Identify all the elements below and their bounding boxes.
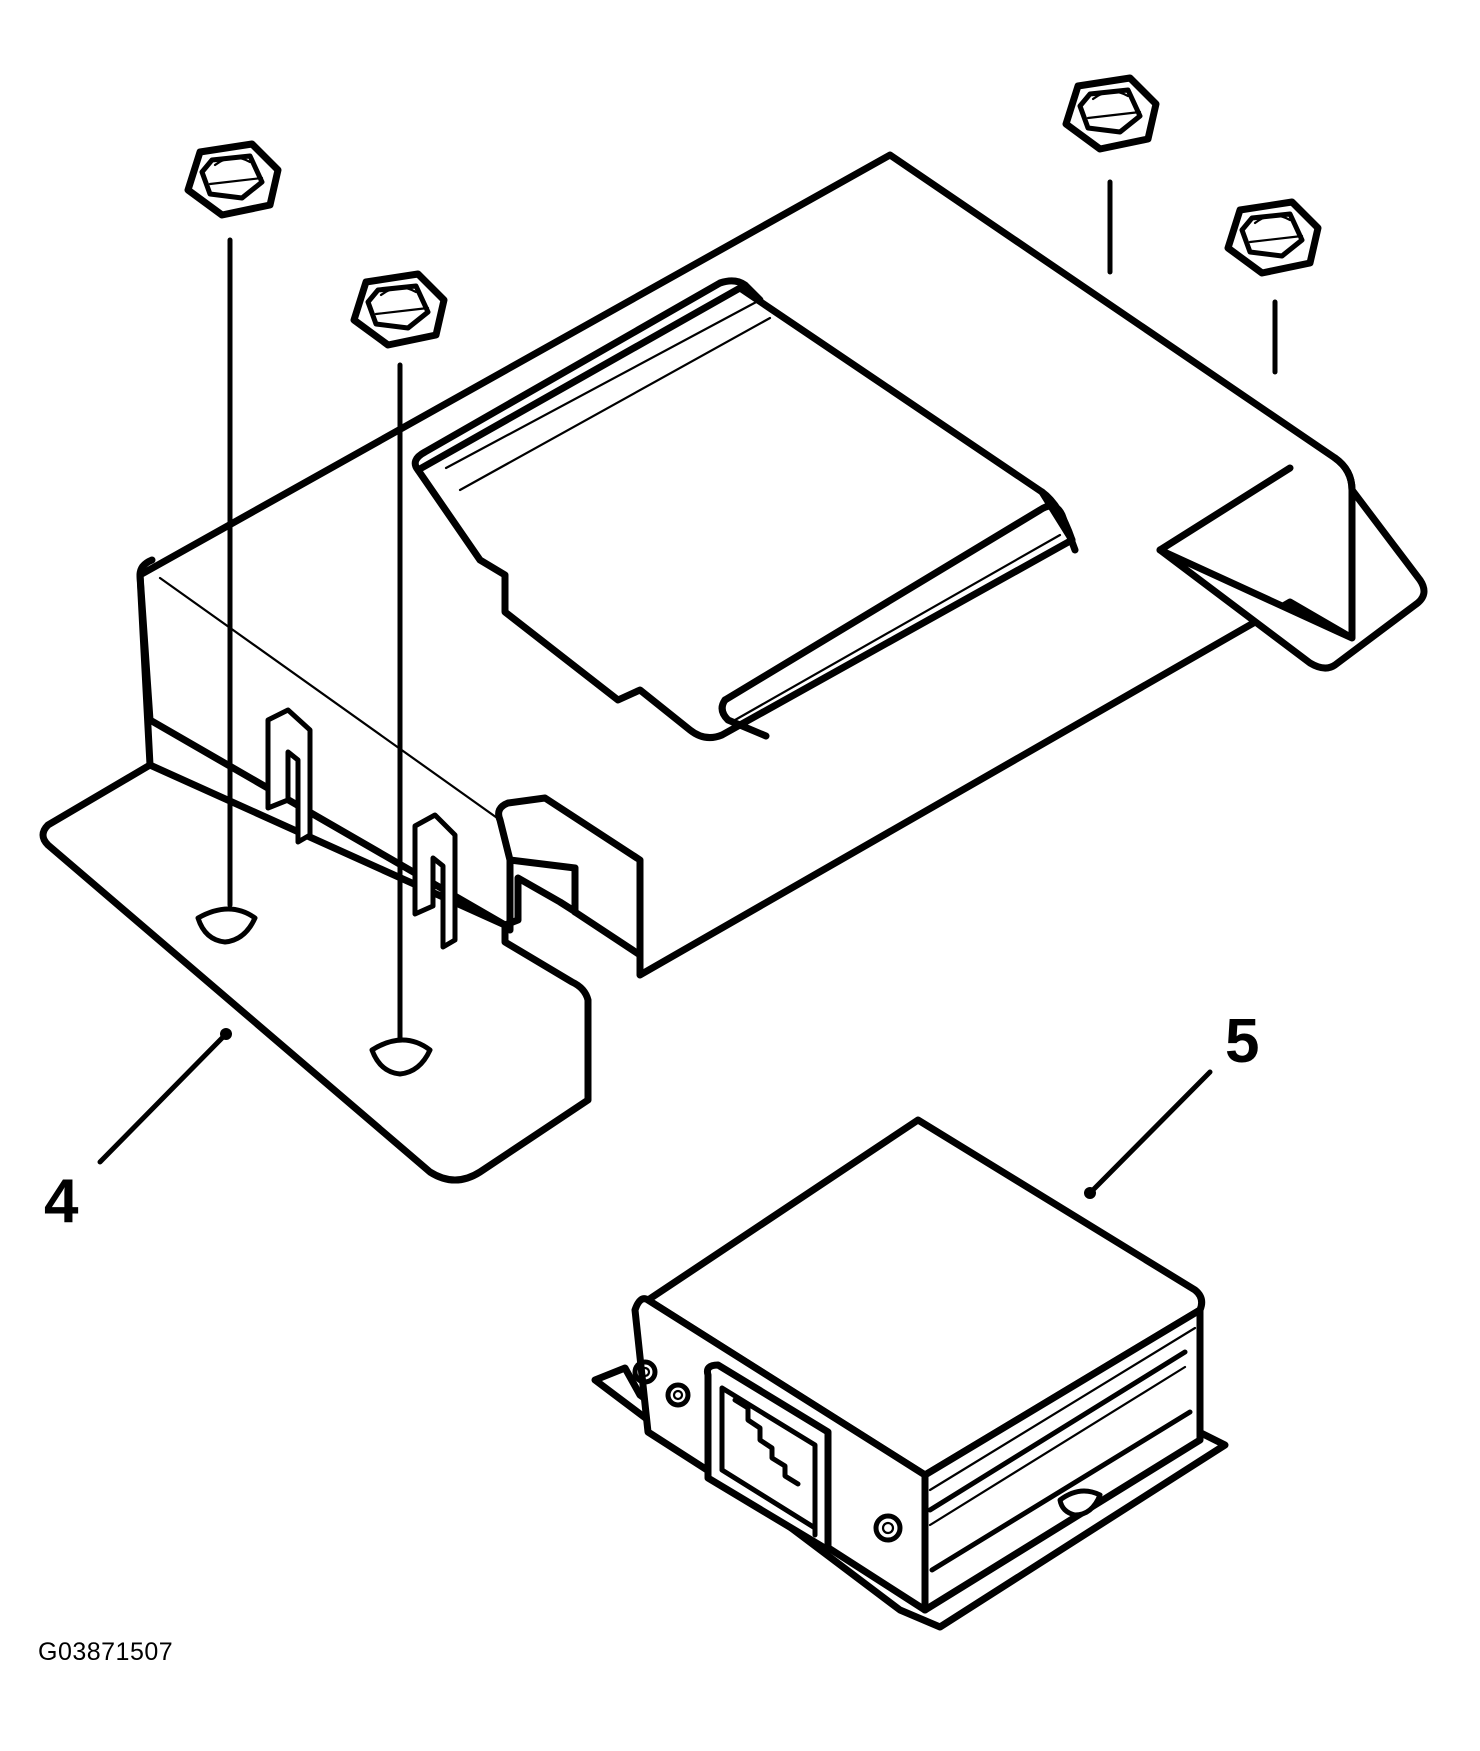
callout-label-5: 5 bbox=[1225, 1007, 1259, 1076]
control-module bbox=[591, 1116, 1229, 1631]
callout-leader-5 bbox=[1084, 1069, 1213, 1199]
callout-leader-4 bbox=[97, 1028, 232, 1165]
nut-4 bbox=[1224, 198, 1322, 375]
callout-label-4: 4 bbox=[44, 1167, 79, 1236]
nut-2 bbox=[350, 270, 448, 1043]
nut-1 bbox=[184, 140, 282, 908]
figure-id: G03871507 bbox=[38, 1638, 174, 1666]
mounting-bracket bbox=[39, 151, 1428, 1184]
nut-3 bbox=[1062, 74, 1160, 275]
